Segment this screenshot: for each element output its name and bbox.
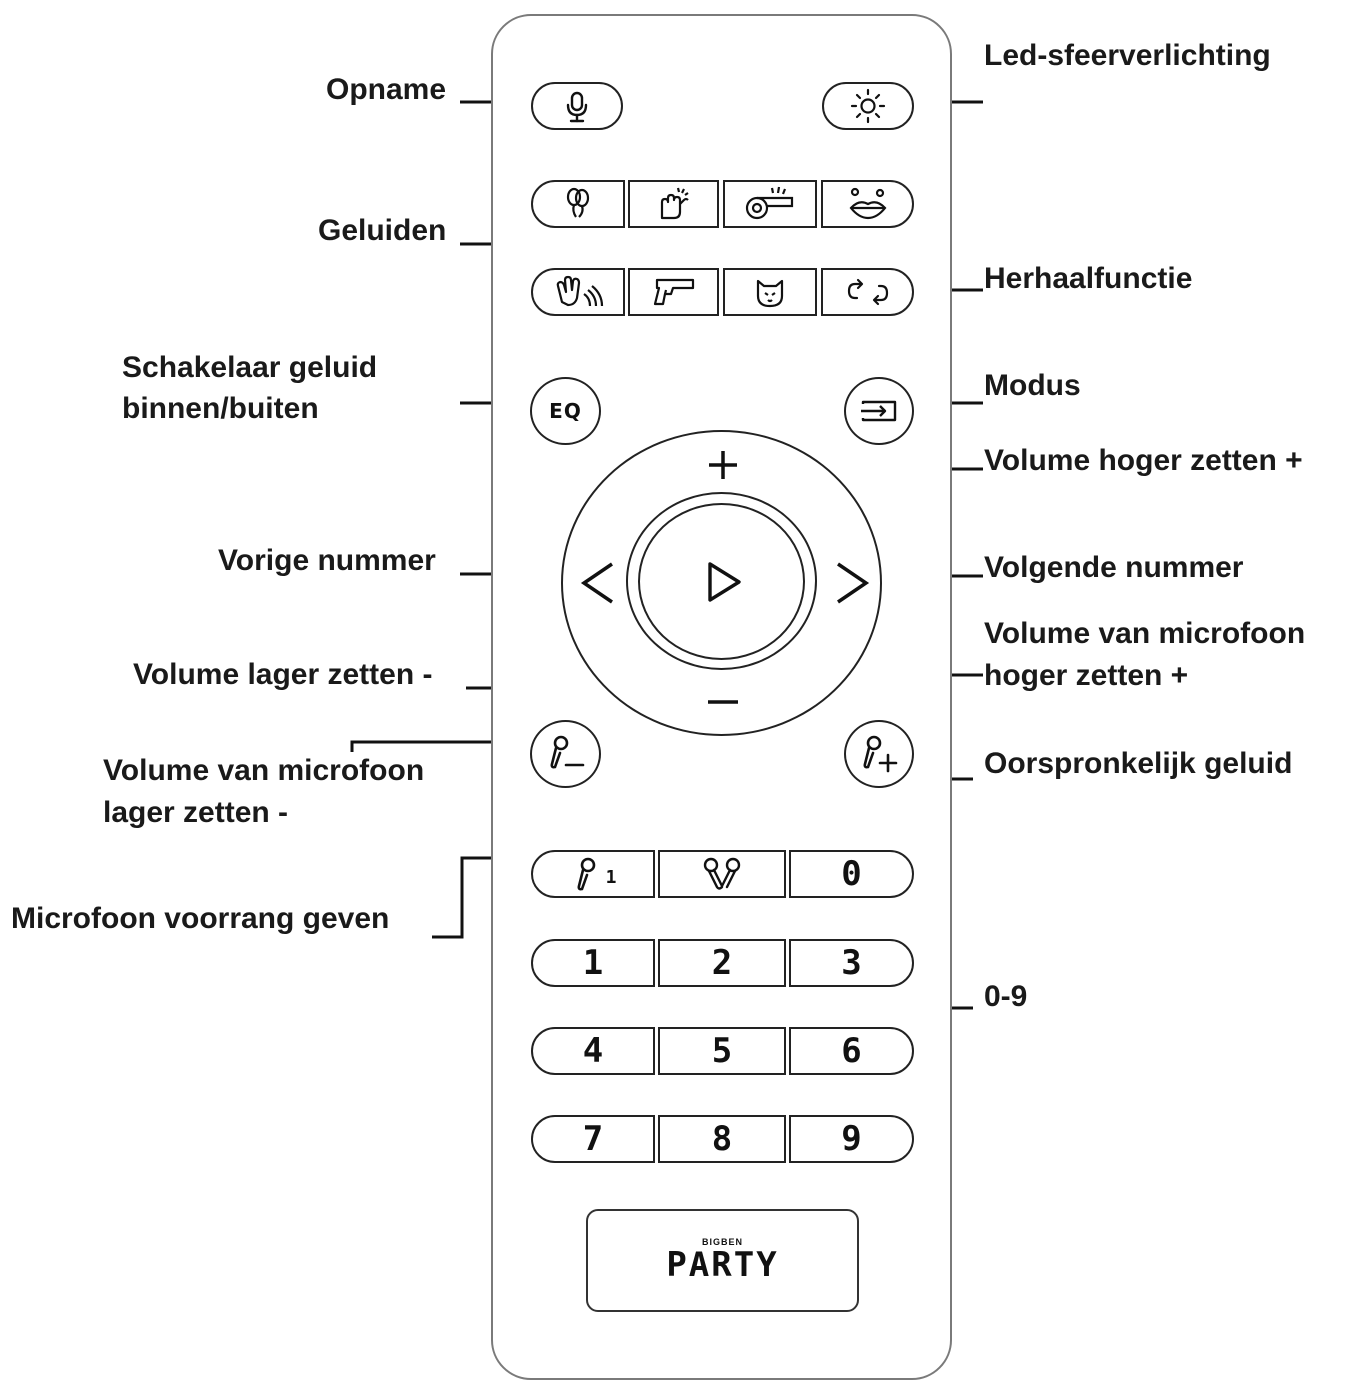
whistle-icon (745, 186, 794, 220)
sound-kiss-button[interactable] (821, 180, 914, 228)
digit-4-button[interactable]: 4 (531, 1027, 655, 1075)
label-schakelaar-line1: Schakelaar geluid (122, 351, 378, 384)
label-volgende-nummer: Volgende nummer (984, 551, 1244, 584)
label-digits-range: 0-9 (984, 980, 1028, 1013)
digit-1-label: 1 (582, 943, 604, 983)
next-track-button[interactable] (830, 558, 874, 608)
digit-8-button[interactable]: 8 (658, 1115, 786, 1163)
label-mic-voorrang: Microfoon voorrang geven (11, 902, 390, 935)
sound-wave-button[interactable] (531, 268, 625, 316)
play-icon (707, 561, 741, 602)
label-mic-hoger-line2: hoger zetten + (984, 659, 1189, 692)
label-schakelaar-line2: binnen/buiten (122, 392, 319, 425)
input-source-icon (861, 400, 897, 422)
chevron-right-icon (837, 562, 870, 604)
led-light-button[interactable] (822, 82, 914, 130)
label-oorspronkelijk: Oorspronkelijk geluid (984, 747, 1293, 780)
digit-5-button[interactable]: 5 (658, 1027, 786, 1075)
digit-8-label: 8 (711, 1119, 733, 1159)
play-pause-button[interactable] (638, 503, 805, 660)
digit-9-label: 9 (841, 1119, 862, 1159)
label-led: Led-sfeerverlichting (984, 39, 1271, 72)
record-button[interactable] (531, 82, 623, 130)
label-herhaal: Herhaalfunctie (984, 262, 1193, 295)
waving-hand-icon (556, 275, 604, 307)
label-mic-hoger-line1: Volume van microfoon (984, 617, 1306, 650)
sound-applause-button[interactable] (628, 180, 719, 228)
brand-logo-panel: BIGBEN PARTY (586, 1209, 859, 1312)
plus-icon (709, 451, 737, 479)
minus-icon (708, 700, 738, 704)
digit-6-button[interactable]: 6 (789, 1027, 914, 1075)
gun-icon (653, 278, 694, 306)
digit-3-button[interactable]: 3 (789, 939, 914, 987)
digit-6-label: 6 (841, 1031, 862, 1071)
eq-label: EQ (549, 399, 582, 423)
digit-4-label: 4 (582, 1031, 604, 1071)
digit-0-button[interactable]: 0 (789, 850, 914, 898)
mode-button[interactable] (844, 377, 914, 445)
mic-priority-button[interactable]: 1 (531, 850, 655, 898)
mic-priority-icon (577, 857, 595, 891)
mic-priority-digit: 1 (605, 866, 617, 888)
logo-brand-big: PARTY (666, 1244, 779, 1285)
logo-brand-small: BIGBEN (701, 1236, 743, 1247)
label-volume-hoger: Volume hoger zetten + (984, 444, 1303, 477)
digit-5-label: 5 (711, 1031, 733, 1071)
digit-9-button[interactable]: 9 (789, 1115, 914, 1163)
microphone-icon (566, 91, 588, 123)
sound-whistle-button[interactable] (723, 180, 817, 228)
label-volume-lager: Volume lager zetten - (133, 658, 433, 691)
label-vorige-nummer: Vorige nummer (218, 544, 436, 577)
clapping-hands-icon (660, 187, 689, 220)
digit-7-label: 7 (582, 1119, 604, 1159)
sound-gun-button[interactable] (628, 268, 719, 316)
chevron-left-icon (580, 562, 613, 604)
digit-0-label: 0 (841, 854, 862, 894)
repeat-icon (847, 278, 888, 306)
digit-7-button[interactable]: 7 (531, 1115, 655, 1163)
eq-button[interactable]: EQ (530, 377, 601, 445)
label-mic-lager-line2: lager zetten - (103, 796, 289, 829)
repeat-button[interactable] (821, 268, 914, 316)
lips-icon (849, 187, 886, 220)
mic-plus-icon (863, 735, 898, 773)
digit-2-button[interactable]: 2 (658, 939, 786, 987)
cat-icon (756, 279, 784, 308)
previous-track-button[interactable] (576, 558, 620, 608)
label-opname: Opname (326, 73, 447, 106)
digit-1-button[interactable]: 1 (531, 939, 655, 987)
sun-icon (850, 88, 886, 124)
digit-3-label: 3 (841, 943, 862, 983)
sound-cat-button[interactable] (723, 268, 817, 316)
label-mic-lager-line1: Volume van microfoon (103, 754, 425, 787)
balloons-icon (566, 187, 590, 218)
mic-volume-down-button[interactable] (530, 720, 601, 788)
digit-2-label: 2 (711, 943, 733, 983)
label-modus: Modus (984, 369, 1081, 402)
duet-mic-button[interactable] (658, 850, 786, 898)
volume-down-button[interactable] (702, 682, 744, 722)
mic-volume-up-button[interactable] (844, 720, 914, 788)
label-geluiden: Geluiden (318, 214, 447, 247)
sound-balloons-button[interactable] (531, 180, 625, 228)
two-microphones-icon (703, 857, 741, 890)
mic-minus-icon (550, 735, 584, 769)
volume-up-button[interactable] (702, 445, 744, 485)
